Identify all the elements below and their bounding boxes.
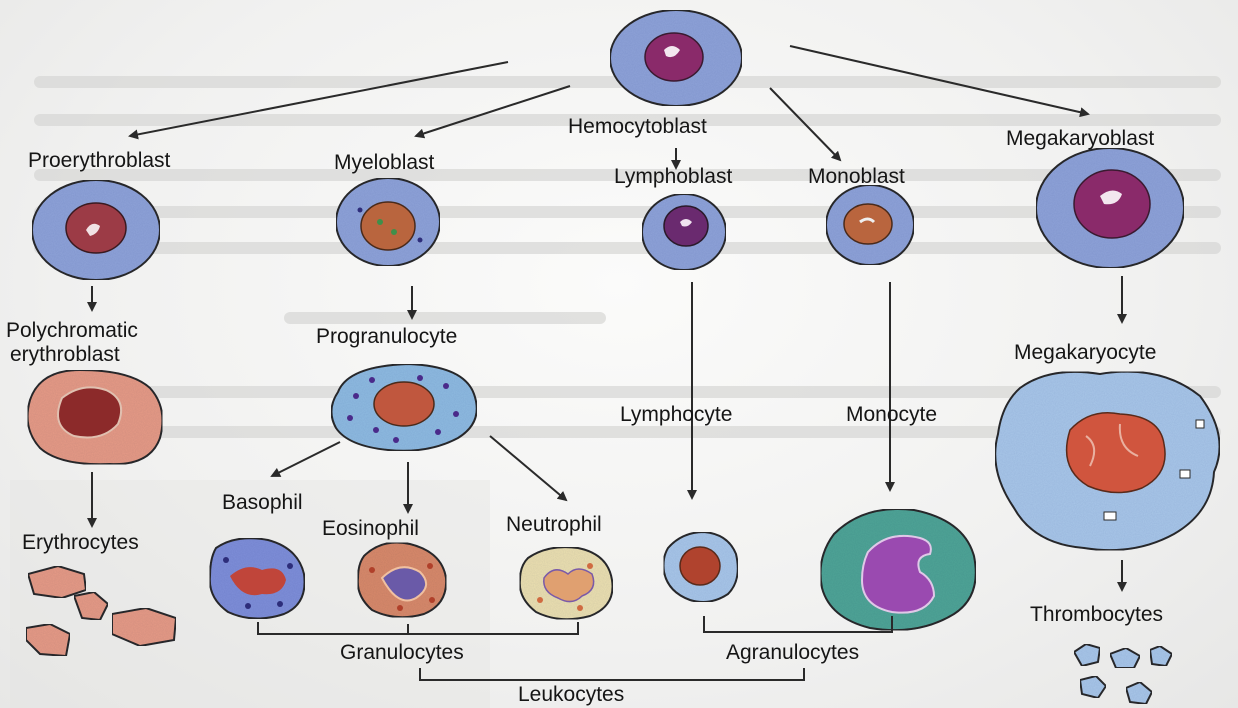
thrombocytes-cells (1074, 644, 1172, 704)
label-eosinophil: Eosinophil (322, 518, 419, 540)
proerythroblast-cell (32, 180, 160, 280)
label-granulocytes: Granulocytes (340, 642, 464, 664)
hemocytoblast-cell (610, 10, 742, 106)
label-megakaryocyte: Megakaryocyte (1014, 342, 1156, 364)
label-lymphoblast: Lymphoblast (614, 166, 732, 188)
myeloblast-cell (336, 178, 440, 266)
eosinophil-cell (358, 543, 446, 618)
label-megakaryoblast: Megakaryoblast (1006, 128, 1154, 150)
label-monoblast: Monoblast (808, 166, 905, 188)
monoblast-cell (826, 185, 914, 265)
label-neutrophil: Neutrophil (506, 514, 602, 536)
label-progranulocyte: Progranulocyte (316, 326, 457, 348)
label-monocyte: Monocyte (846, 404, 937, 426)
polychromatic-erythroblast-cell (28, 370, 163, 464)
label-basophil: Basophil (222, 492, 303, 514)
label-leukocytes: Leukocytes (518, 684, 624, 706)
label-proerythroblast: Proerythroblast (28, 150, 170, 172)
megakaryoblast-cell (1036, 148, 1184, 268)
progranulocyte-cell (331, 364, 476, 451)
label-polychromatic-line2: erythroblast (10, 344, 120, 366)
label-myeloblast: Myeloblast (334, 152, 434, 174)
megakaryocyte-cell (995, 372, 1219, 551)
monocyte-cell (821, 509, 976, 630)
lymphoblast-cell (642, 194, 726, 270)
label-hemocytoblast: Hemocytoblast (568, 116, 707, 138)
lymphocyte-cell (664, 532, 738, 602)
label-lymphocyte: Lymphocyte (620, 404, 732, 426)
label-agranulocytes: Agranulocytes (726, 642, 859, 664)
basophil-cell (210, 538, 305, 618)
label-erythrocytes: Erythrocytes (22, 532, 139, 554)
label-polychromatic-line1: Polychromatic (6, 320, 138, 342)
neutrophil-cell (520, 547, 613, 619)
label-thrombocytes: Thrombocytes (1030, 604, 1163, 626)
